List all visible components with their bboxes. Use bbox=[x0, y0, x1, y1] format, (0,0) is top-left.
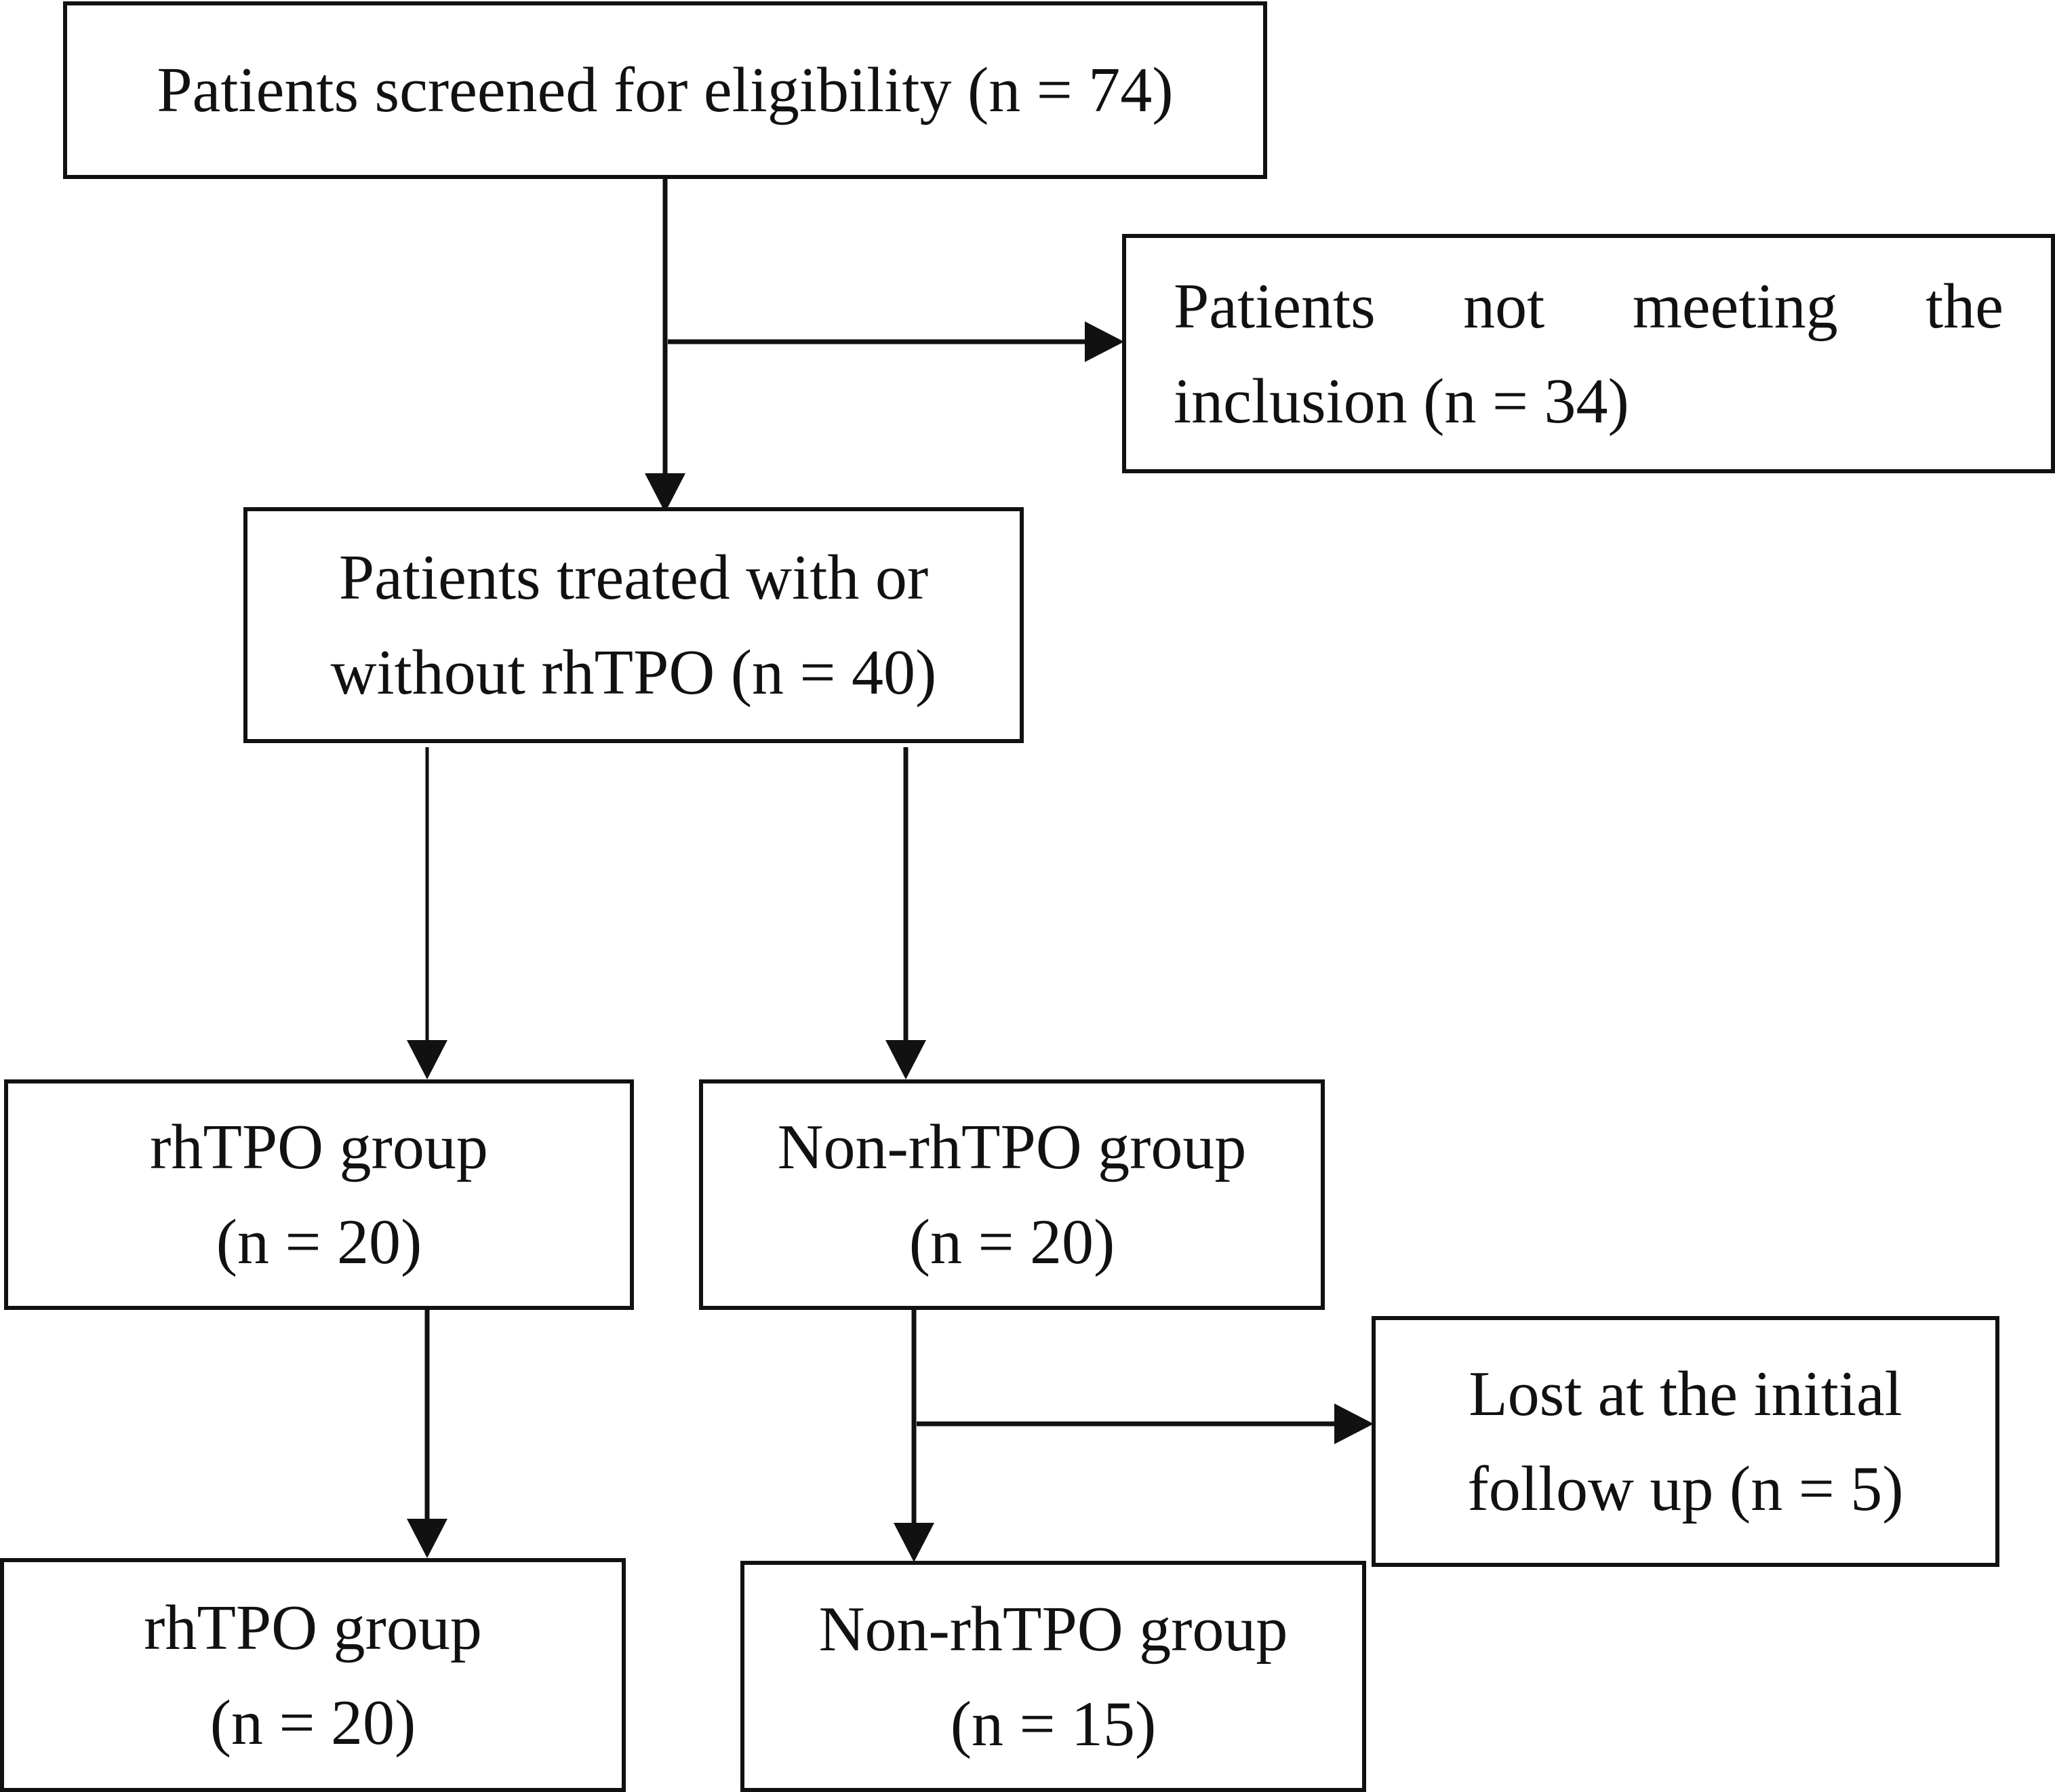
arrowhead-to-excluded bbox=[1085, 321, 1124, 362]
excluded-line1: Patients not meeting the bbox=[1174, 259, 2003, 354]
non-rhtpo-final-line1: Non-rhTPO group bbox=[818, 1593, 1288, 1665]
rhtpo-group-box: rhTPO group (n = 20) bbox=[4, 1079, 634, 1310]
non-rhtpo-group-line2: (n = 20) bbox=[909, 1207, 1115, 1277]
non-rhtpo-final-box: Non-rhTPO group (n = 15) bbox=[740, 1561, 1366, 1792]
excluded-word-3: meeting bbox=[1632, 271, 1838, 342]
excluded-word-1: Patients bbox=[1174, 271, 1376, 342]
arrowhead-to-lost bbox=[1334, 1403, 1374, 1444]
arrowhead-treated-to-rhtpo bbox=[407, 1040, 447, 1079]
non-rhtpo-final-line2: (n = 15) bbox=[950, 1688, 1157, 1759]
arrowhead-screened-to-treated bbox=[645, 473, 685, 513]
rhtpo-group-line2: (n = 20) bbox=[216, 1207, 422, 1277]
rhtpo-final-line2: (n = 20) bbox=[210, 1687, 416, 1758]
arrowhead-non-rhtpo-to-final bbox=[894, 1523, 934, 1562]
rhtpo-group-line1: rhTPO group bbox=[150, 1112, 488, 1182]
excluded-box: Patients not meeting the inclusion (n = … bbox=[1122, 234, 2055, 473]
arrowhead-rhtpo-to-final bbox=[407, 1519, 447, 1558]
treated-line1: Patients treated with or bbox=[338, 542, 929, 613]
rhtpo-final-line1: rhTPO group bbox=[144, 1592, 482, 1663]
lost-line1: Lost at the initial bbox=[1469, 1359, 1902, 1429]
non-rhtpo-group-line1: Non-rhTPO group bbox=[777, 1112, 1247, 1182]
rhtpo-final-box: rhTPO group (n = 20) bbox=[0, 1558, 626, 1792]
treated-line2: without rhTPO (n = 40) bbox=[330, 637, 937, 708]
arrowhead-treated-to-non-rhtpo bbox=[885, 1040, 926, 1079]
screened-line1: Patients screened for eligibility (n = 7… bbox=[157, 55, 1174, 125]
excluded-word-2: not bbox=[1463, 271, 1545, 342]
lost-line2: follow up (n = 5) bbox=[1467, 1454, 1904, 1524]
excluded-word-4: the bbox=[1926, 271, 2003, 342]
treated-box: Patients treated with or without rhTPO (… bbox=[243, 507, 1024, 743]
lost-box: Lost at the initial follow up (n = 5) bbox=[1372, 1316, 1999, 1567]
excluded-line2: inclusion (n = 34) bbox=[1174, 365, 1629, 437]
screened-box: Patients screened for eligibility (n = 7… bbox=[63, 1, 1267, 179]
non-rhtpo-group-box: Non-rhTPO group (n = 20) bbox=[699, 1079, 1325, 1310]
